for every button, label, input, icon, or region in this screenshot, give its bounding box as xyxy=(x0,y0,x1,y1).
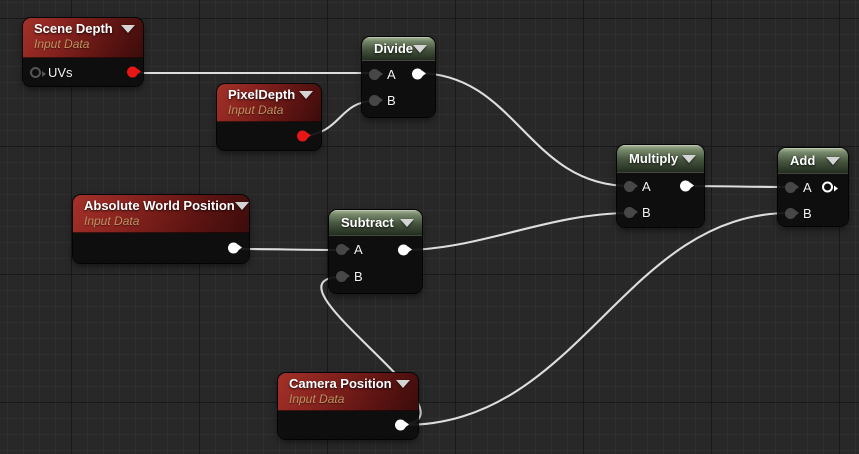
chevron-down-icon[interactable] xyxy=(826,156,840,165)
wire-divide-to-multiply-a[interactable] xyxy=(415,71,632,188)
node-divide[interactable]: Divide A B xyxy=(362,37,435,117)
output-pin-awp[interactable] xyxy=(228,242,242,253)
node-title: Camera Position xyxy=(289,376,392,391)
chevron-down-icon[interactable] xyxy=(299,91,313,99)
pin-label: A xyxy=(387,66,396,82)
input-pin-a[interactable] xyxy=(624,180,638,192)
pin-row-b: B xyxy=(617,199,704,225)
node-title: Scene Depth xyxy=(34,21,113,36)
chevron-down-icon[interactable] xyxy=(234,202,249,210)
node-add[interactable]: Add A B xyxy=(778,148,848,226)
input-pin-b[interactable] xyxy=(369,94,383,106)
pin-label: B xyxy=(354,269,363,284)
chevron-down-icon[interactable] xyxy=(121,25,135,33)
node-title: Multiply xyxy=(629,150,679,166)
node-title: Divide xyxy=(374,40,414,56)
node-title: PixelDepth xyxy=(228,87,296,102)
pin-row-b: B xyxy=(778,200,848,226)
node-title: Absolute World Position xyxy=(84,198,235,213)
pin-label: A xyxy=(803,179,812,195)
output-pin-subtract[interactable] xyxy=(398,244,412,255)
wire-subtract-to-multiply-b[interactable] xyxy=(401,211,632,252)
pin-row-a: A xyxy=(329,236,422,263)
wire-awp-to-subtract-a[interactable] xyxy=(232,247,344,252)
node-pixel-depth-header[interactable]: PixelDepth Input Data xyxy=(217,84,321,122)
pin-label: UVs xyxy=(48,64,73,80)
node-title: Add xyxy=(790,152,816,168)
pin-row-a: A xyxy=(617,173,704,199)
node-awp-header[interactable]: Absolute World Position Input Data xyxy=(73,195,249,233)
node-absolute-world-position[interactable]: Absolute World Position Input Data xyxy=(73,195,249,263)
node-scene-depth-header[interactable]: Scene Depth Input Data xyxy=(23,18,143,58)
node-multiply[interactable]: Multiply A B xyxy=(617,145,704,227)
node-camera-position[interactable]: Camera Position Input Data xyxy=(278,373,418,439)
input-pin-a[interactable] xyxy=(785,181,799,193)
chevron-down-icon[interactable] xyxy=(413,44,428,53)
output-pin-multiply[interactable] xyxy=(680,180,694,192)
node-subtitle: Input Data xyxy=(84,214,140,228)
output-pin-divide[interactable] xyxy=(412,68,426,80)
input-pin-b[interactable] xyxy=(336,271,350,282)
pin-row-a: A xyxy=(362,61,435,87)
output-pin-camera-position[interactable] xyxy=(395,419,409,430)
wire-camera-to-subtract-b[interactable] xyxy=(320,275,422,427)
pin-row-b: B xyxy=(362,87,435,113)
node-subtitle: Input Data xyxy=(289,392,345,406)
chevron-down-icon[interactable] xyxy=(400,218,414,227)
wire-camera-to-add-b[interactable] xyxy=(398,211,792,427)
pin-label: B xyxy=(642,204,651,220)
node-subtract[interactable]: Subtract A B xyxy=(329,210,422,293)
input-pin-a[interactable] xyxy=(336,244,350,255)
node-divide-header[interactable]: Divide xyxy=(362,37,435,61)
node-subtitle: Input Data xyxy=(228,103,284,117)
pin-row-uvs: UVs xyxy=(23,58,143,86)
chevron-down-icon[interactable] xyxy=(396,380,410,388)
pin-label: A xyxy=(642,178,651,194)
input-pin-b[interactable] xyxy=(785,207,799,219)
input-pin-a[interactable] xyxy=(369,68,383,80)
node-camera-position-header[interactable]: Camera Position Input Data xyxy=(278,373,418,411)
node-add-header[interactable]: Add xyxy=(778,148,848,174)
pin-label: B xyxy=(387,92,396,108)
node-multiply-header[interactable]: Multiply xyxy=(617,145,704,173)
pin-row-b: B xyxy=(329,263,422,290)
node-scene-depth[interactable]: Scene Depth Input Data UVs xyxy=(23,18,143,86)
output-pin-scene-depth[interactable] xyxy=(127,66,141,78)
node-subtitle: Input Data xyxy=(34,37,90,51)
node-subtract-header[interactable]: Subtract xyxy=(329,210,422,236)
node-title: Subtract xyxy=(341,214,394,230)
pin-label: B xyxy=(803,205,812,221)
output-pin-add[interactable] xyxy=(822,181,838,193)
pin-row-a: A xyxy=(778,174,848,200)
input-pin-b[interactable] xyxy=(624,206,638,218)
pin-label: A xyxy=(354,242,363,257)
chevron-down-icon[interactable] xyxy=(682,154,696,163)
node-pixel-depth[interactable]: PixelDepth Input Data xyxy=(217,84,321,150)
output-pin-pixel-depth[interactable] xyxy=(297,130,311,141)
input-pin-uvs[interactable] xyxy=(30,66,46,78)
